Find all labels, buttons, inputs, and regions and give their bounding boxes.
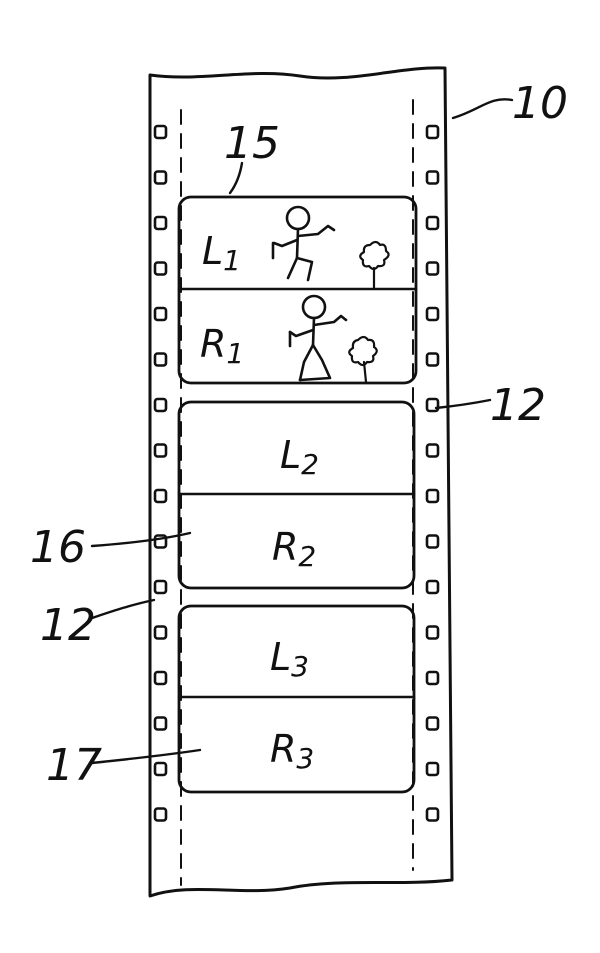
sprocket-hole-right (425, 261, 440, 276)
sprocket-hole-left (153, 716, 168, 731)
sprocket-hole-left (153, 124, 168, 140)
sprocket-hole-left (153, 625, 168, 640)
sprocket-hole-left (153, 352, 168, 367)
sprocket-hole-right (425, 807, 440, 822)
leader-line-12-left (90, 598, 156, 620)
label-L2: L2 (280, 433, 319, 481)
ref-numeral-12-right: 12 (490, 380, 546, 431)
sprocket-hole-right (425, 352, 440, 367)
sprocket-hole-left (153, 670, 168, 686)
stick-figure-right-view (288, 294, 348, 382)
ref-numeral-16: 16 (30, 522, 86, 573)
sprocket-hole-left (153, 488, 168, 504)
ref-numeral-10: 10 (512, 78, 568, 129)
sprocket-hole-left (153, 306, 168, 322)
leader-line-17 (90, 748, 202, 765)
sprocket-hole-left (153, 534, 168, 549)
sprocket-hole-right (425, 670, 440, 686)
sprocket-hole-right (425, 716, 440, 731)
sprocket-hole-left (153, 261, 168, 276)
leader-line-15 (228, 161, 244, 195)
reference-numerals: 10 15 12 16 12 17 (30, 78, 568, 791)
sprocket-hole-right (425, 306, 440, 322)
sprocket-hole-right (425, 170, 440, 185)
film-strip-outline (148, 66, 454, 898)
label-R3: R3 (270, 727, 314, 775)
sprocket-hole-left (153, 397, 168, 413)
ref-numeral-17: 17 (46, 740, 102, 791)
sprocket-hole-left (153, 170, 168, 185)
sprocket-hole-left (153, 443, 168, 458)
label-L1: L1 (202, 229, 241, 277)
flower-plant-right-view (348, 335, 378, 384)
label-L3: L3 (270, 635, 309, 683)
sprocket-hole-right (425, 124, 440, 140)
sprocket-hole-right (425, 625, 440, 640)
sprocket-hole-right (425, 488, 440, 504)
stick-figure-left-view (271, 205, 336, 282)
sprocket-hole-right (425, 534, 440, 549)
frame-labels: L1 R1 L2 R2 L3 R3 (200, 229, 319, 775)
sprocket-hole-right (425, 579, 440, 595)
leader-line-10 (451, 98, 514, 120)
sprocket-hole-right (425, 443, 440, 458)
sprocket-hole-right (425, 761, 440, 777)
flower-plant-left-view (359, 240, 390, 290)
sprocket-hole-left (153, 761, 168, 777)
ref-numeral-15: 15 (224, 118, 280, 169)
sprocket-hole-left (153, 579, 168, 595)
ref-numeral-12-left: 12 (40, 600, 96, 651)
leader-line-16 (90, 531, 192, 548)
frame-3 (177, 604, 416, 794)
sprocket-holes (153, 124, 440, 822)
sprocket-hole-left (153, 807, 168, 822)
leader-line-12-right (434, 398, 492, 410)
sprocket-hole-right (425, 397, 440, 413)
sprocket-hole-right (425, 215, 440, 231)
sprocket-hole-left (153, 215, 168, 231)
label-R1: R1 (200, 322, 244, 370)
label-R2: R2 (272, 525, 316, 573)
